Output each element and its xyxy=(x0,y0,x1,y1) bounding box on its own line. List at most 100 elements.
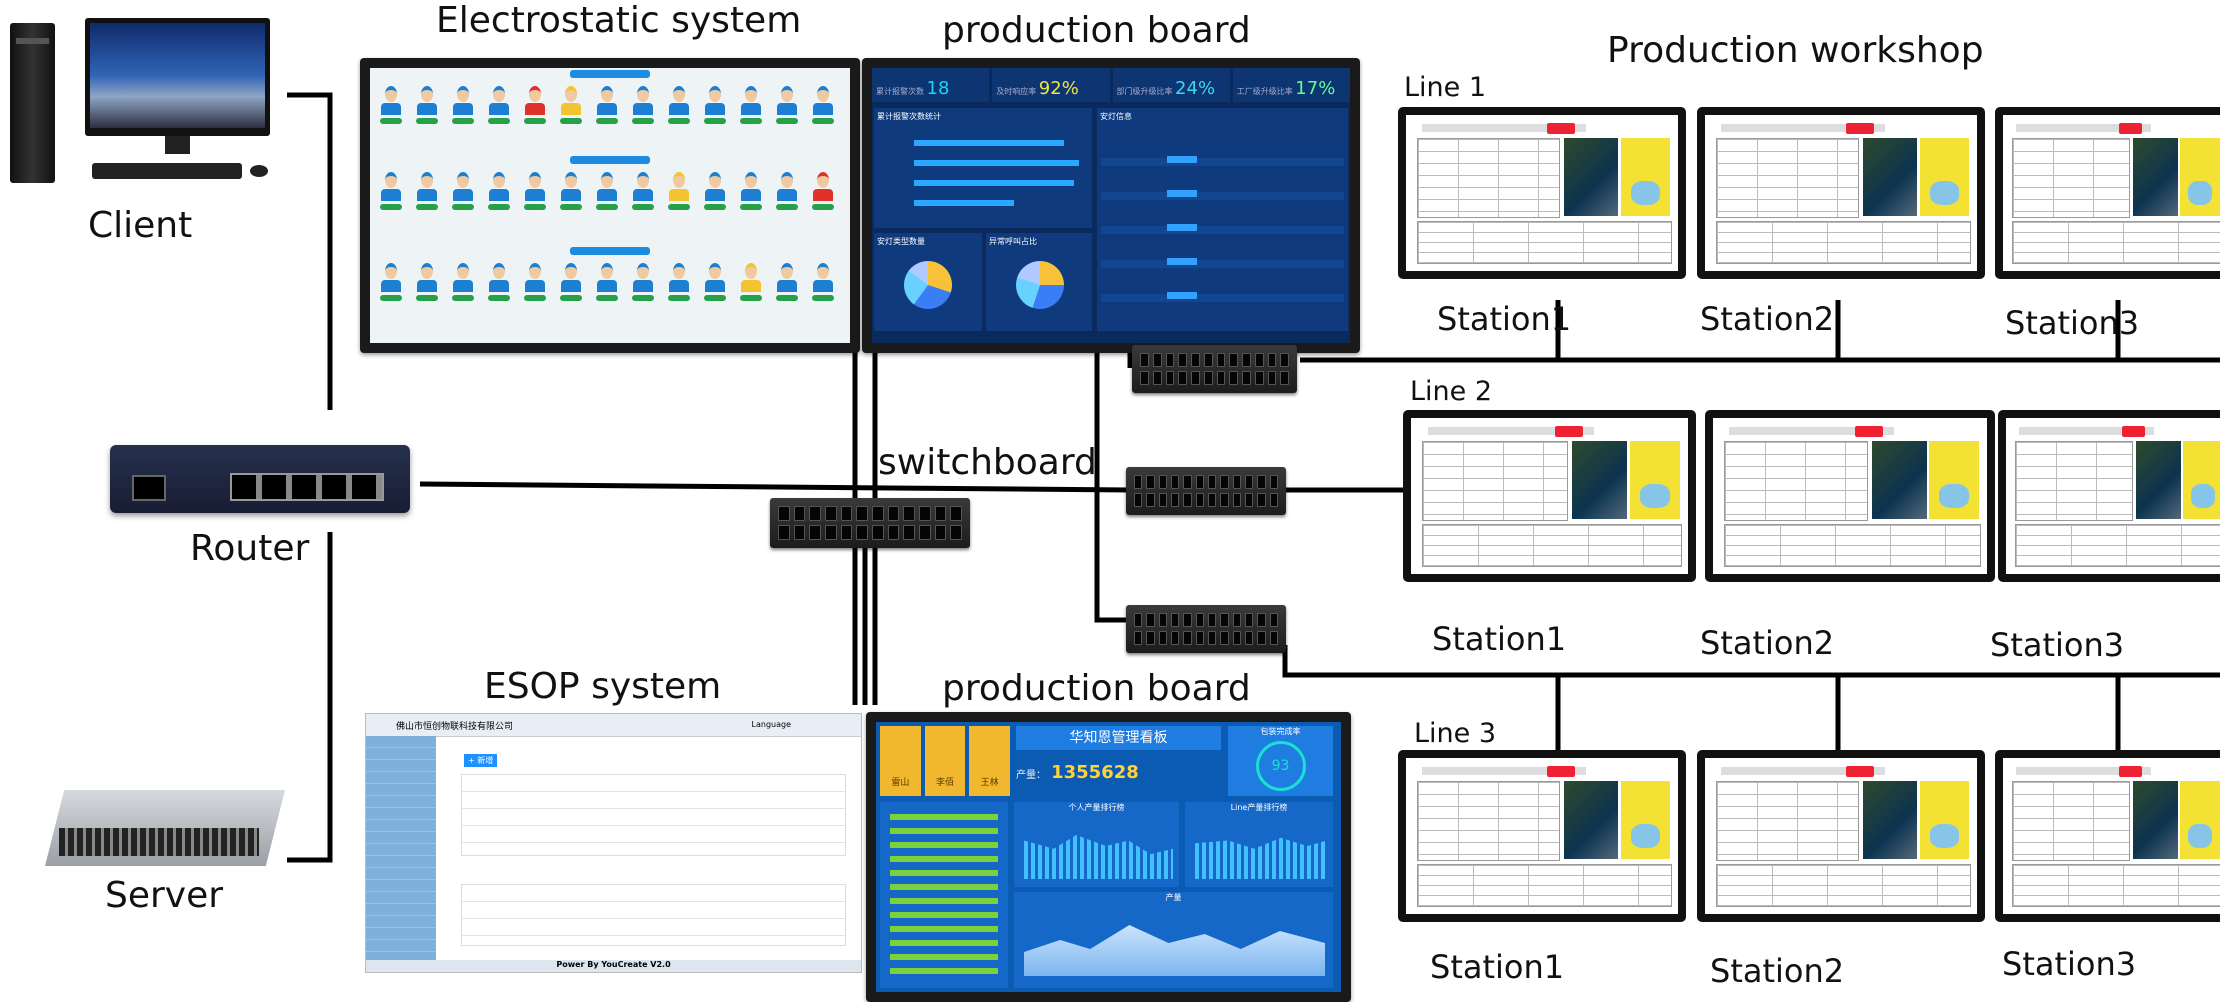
switch-port xyxy=(1269,493,1278,507)
switchboard-device xyxy=(770,498,970,548)
production-board-top-monitor: 累计报警次数 18 及时响应率 92% 部门级升级比率 24% 工厂级升级比率 … xyxy=(862,58,1360,353)
switch-port xyxy=(1183,631,1192,645)
kpi-strip: 累计报警次数 18 及时响应率 92% 部门级升级比率 24% 工厂级升级比率 … xyxy=(872,68,1350,102)
switch-port xyxy=(1170,631,1180,645)
switch-port xyxy=(1232,493,1241,507)
router-switch-wire xyxy=(419,481,1131,493)
panel-title: 异常呼叫占比 xyxy=(989,237,1037,246)
switchboard-label: switchboard xyxy=(878,442,1097,483)
switch-line3 xyxy=(1126,605,1286,653)
rate-label: 包装完成率 xyxy=(1260,727,1301,736)
switch-port xyxy=(840,525,853,540)
switch-port xyxy=(1165,371,1175,385)
worker-icon xyxy=(668,263,690,303)
switch-port xyxy=(1267,353,1277,367)
name-card: 雷山 xyxy=(880,726,921,796)
line1-station2 xyxy=(1697,107,1985,279)
switch-port xyxy=(1280,371,1289,385)
switch-port xyxy=(1207,475,1217,489)
switch-port xyxy=(1140,371,1149,385)
kpi-label: 累计报警次数 xyxy=(876,87,924,96)
switch-port xyxy=(1183,475,1192,489)
esop-title: ESOP system xyxy=(484,666,722,707)
line3-station3-label: Station3 xyxy=(2002,945,2137,983)
switch-port xyxy=(1134,493,1143,507)
switch-port xyxy=(934,525,947,540)
worker-icon xyxy=(452,263,474,303)
switch-port xyxy=(1220,631,1229,645)
switch-port xyxy=(1242,353,1251,367)
chart-title: 产量 xyxy=(1165,893,1182,902)
switch-line1 xyxy=(1132,345,1297,393)
esop-screen: 佛山市恒创物联科技有限公司 Language + 新增 Power By You… xyxy=(365,713,862,973)
worker-icon xyxy=(524,172,546,212)
switch-port xyxy=(1152,371,1162,385)
switch-port xyxy=(903,525,915,540)
switch-port xyxy=(1146,613,1155,627)
esop-table xyxy=(461,774,846,856)
switch-port xyxy=(1216,371,1226,385)
section-header xyxy=(570,156,650,164)
line3-bus xyxy=(1282,645,2220,678)
switch-line2 xyxy=(1126,467,1286,515)
line2-label: Line 2 xyxy=(1410,376,1493,407)
switch-port xyxy=(1170,475,1180,489)
name-cards: 雷山 李佰 王林 xyxy=(880,726,1011,796)
panel-title: 安灯类型数量 xyxy=(877,237,925,246)
worker-icon xyxy=(560,263,582,303)
name-card: 王林 xyxy=(969,726,1011,796)
worker-icon xyxy=(704,263,726,303)
worker-icon xyxy=(740,172,762,212)
line2-station3-label: Station3 xyxy=(1990,626,2125,664)
worker-icon xyxy=(488,86,510,126)
worker-icon xyxy=(452,86,474,126)
switch-port xyxy=(1158,475,1167,489)
worker-icon xyxy=(812,86,834,126)
server-device xyxy=(45,790,285,866)
line1-station1 xyxy=(1398,107,1686,279)
worker-icon xyxy=(776,86,798,126)
switch-port xyxy=(1220,613,1229,627)
worker-icon xyxy=(632,263,654,303)
switch-port xyxy=(778,525,790,540)
worker-icon xyxy=(704,172,726,212)
switch-port xyxy=(1152,353,1162,367)
rate-value: 93 xyxy=(1255,741,1306,791)
switch-port xyxy=(950,506,962,521)
switch-port xyxy=(856,506,868,521)
worker-icon xyxy=(596,263,618,303)
switch-port xyxy=(950,525,962,540)
esop-sidebar[interactable] xyxy=(366,736,436,960)
switch-port xyxy=(809,506,821,521)
switch-port xyxy=(1158,631,1167,645)
line3-station3 xyxy=(1995,750,2220,922)
name-card: 李佰 xyxy=(924,726,966,796)
client-label: Client xyxy=(88,205,193,246)
switch-port xyxy=(1257,631,1266,645)
production-board-bottom-screen: 雷山 李佰 王林 华知恩管理看板 产量： 1355628 包装完成率 93 个人… xyxy=(876,722,1341,992)
worker-icon xyxy=(776,263,798,303)
esop-add-button[interactable]: + 新增 xyxy=(464,754,498,767)
line1-station2-label: Station2 xyxy=(1700,300,1835,338)
electrostatic-monitor xyxy=(360,58,860,353)
worker-icon xyxy=(596,172,618,212)
switch-port xyxy=(1134,631,1143,645)
switch-port xyxy=(1140,353,1149,367)
switch-port xyxy=(1170,493,1180,507)
kpi-label: 部门级升级比率 xyxy=(1116,87,1173,96)
panel-title: 累计报警次数统计 xyxy=(877,112,941,121)
switch-port xyxy=(1146,631,1155,645)
andon-type-panel: 安灯类型数量 xyxy=(874,233,982,331)
switch-port xyxy=(1195,493,1204,507)
switch-port xyxy=(1244,631,1254,645)
worker-icon xyxy=(632,86,654,126)
personal-rank-chart: 个人产量排行榜 xyxy=(1014,802,1179,887)
switch-port xyxy=(919,525,931,540)
switch-port xyxy=(1220,475,1229,489)
worker-icon xyxy=(380,172,402,212)
esop-footer: Power By YouCreate V2.0 xyxy=(366,960,861,972)
switch-port xyxy=(1207,613,1217,627)
switch-port xyxy=(1267,371,1277,385)
esop-language[interactable]: Language xyxy=(751,720,791,729)
